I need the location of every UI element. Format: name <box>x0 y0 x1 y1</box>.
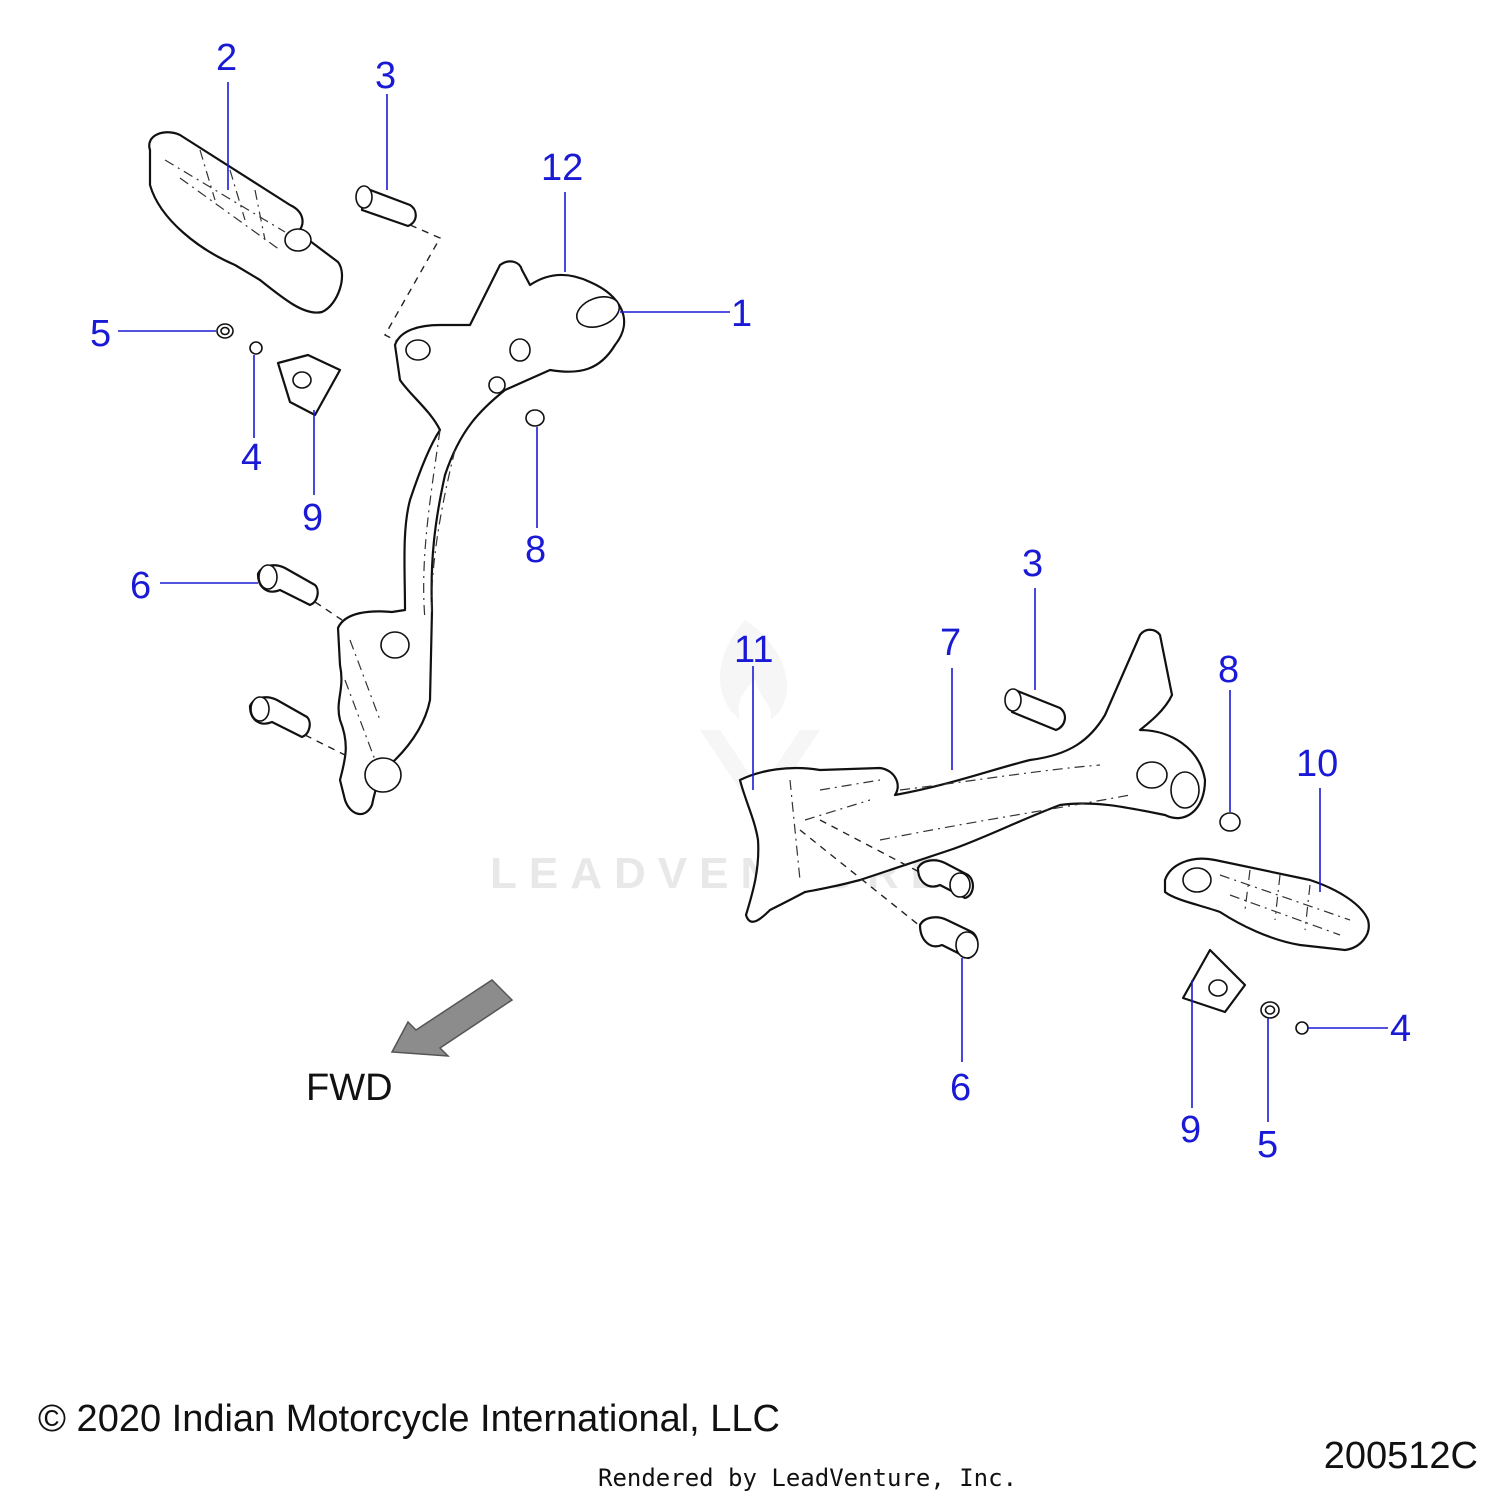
callout-6-right[interactable]: 6 <box>950 1067 971 1109</box>
left-footpeg-bracket <box>336 260 626 816</box>
diagram-code: 200512C <box>1323 1435 1478 1477</box>
callout-10[interactable]: 10 <box>1296 743 1338 785</box>
callout-8-right[interactable]: 8 <box>1218 649 1239 691</box>
left-bolt-upper <box>256 564 319 607</box>
callout-5-right[interactable]: 5 <box>1257 1124 1278 1166</box>
callout-7[interactable]: 7 <box>940 622 961 664</box>
callout-3-right[interactable]: 3 <box>1022 543 1043 585</box>
left-nut <box>216 323 234 339</box>
right-detent-plate <box>1181 948 1247 1014</box>
right-bolt-lower <box>918 916 979 960</box>
left-footpeg <box>148 131 343 314</box>
callout-12[interactable]: 12 <box>541 147 583 189</box>
right-pivot-pin <box>1004 688 1066 732</box>
callout-9-right[interactable]: 9 <box>1180 1109 1201 1151</box>
right-ball <box>1295 1021 1309 1035</box>
left-bolt-lower <box>248 696 311 739</box>
left-pivot-pin <box>355 185 417 228</box>
left-o-ring <box>525 409 545 427</box>
callout-4-right[interactable]: 4 <box>1390 1008 1411 1050</box>
right-o-ring <box>1219 812 1241 832</box>
right-footpeg <box>1163 857 1370 952</box>
fwd-label: FWD <box>306 1067 393 1109</box>
forward-direction-arrow-icon <box>390 979 514 1057</box>
callout-6-left[interactable]: 6 <box>130 565 151 607</box>
right-footpeg-bracket <box>738 628 1207 923</box>
copyright-notice: © 2020 Indian Motorcycle International, … <box>38 1398 780 1440</box>
leader-lines <box>118 82 1388 1122</box>
callout-2[interactable]: 2 <box>216 37 237 79</box>
rendered-by-credit: Rendered by LeadVenture, Inc. <box>598 1464 1018 1492</box>
callout-4-left[interactable]: 4 <box>241 437 262 479</box>
callout-3-left[interactable]: 3 <box>375 55 396 97</box>
callout-5-left[interactable]: 5 <box>90 313 111 355</box>
right-nut <box>1260 1001 1280 1019</box>
callout-9-left[interactable]: 9 <box>302 497 323 539</box>
callout-11[interactable]: 11 <box>734 629 773 671</box>
left-ball <box>249 341 263 355</box>
left-detent-plate <box>276 353 342 417</box>
callout-1[interactable]: 1 <box>731 293 752 335</box>
right-bolt-upper <box>916 859 974 900</box>
callout-8-left[interactable]: 8 <box>525 529 546 571</box>
